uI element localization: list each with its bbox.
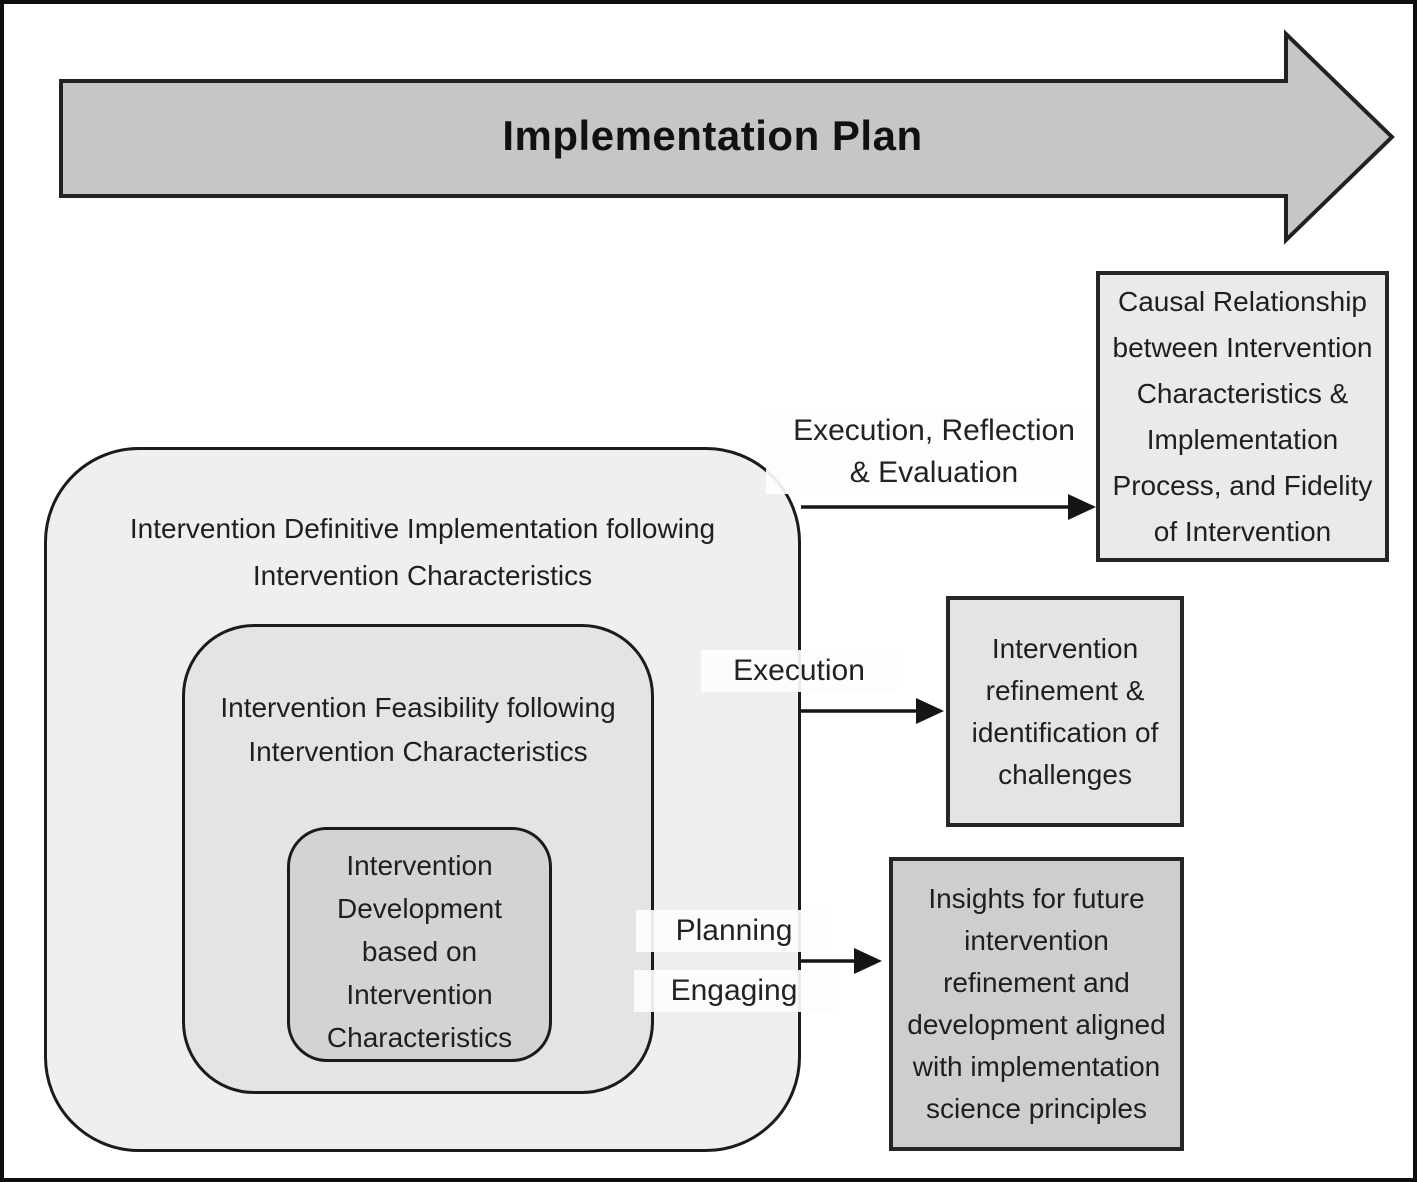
flow-label-execution: Execution <box>701 650 897 692</box>
outcome-box-causal-relationship-text: Causal Relationship between Intervention… <box>1112 285 1373 547</box>
connector-execution-reflection-arrowhead <box>1068 494 1096 520</box>
connector-planning-engaging-arrowhead <box>854 948 882 974</box>
outcome-box-future-insights: Insights for future intervention refinem… <box>889 857 1184 1151</box>
outcome-box-intervention-refinement: Intervention refinement & identification… <box>946 596 1184 827</box>
connector-execution-arrowhead <box>916 698 944 724</box>
banner-title: Implementation Plan <box>502 112 923 159</box>
middle-stage-label: Intervention Feasibility following Inter… <box>220 692 616 767</box>
flow-label-execution-reflection: Execution, Reflection & Evaluation <box>766 410 1102 494</box>
outcome-box-intervention-refinement-text: Intervention refinement & identification… <box>971 632 1159 790</box>
flow-label-execution-reflection-line1: Execution, Reflection <box>793 414 1075 447</box>
outer-stage-label: Intervention Definitive Implementation f… <box>129 513 716 591</box>
flow-label-planning: Planning <box>636 910 832 952</box>
flow-label-execution-reflection-line2: & Evaluation <box>849 456 1019 489</box>
outcome-box-causal-relationship: Causal Relationship between Intervention… <box>1096 271 1389 562</box>
inner-stage-container <box>287 827 552 1062</box>
flow-label-engaging: Engaging <box>634 970 834 1012</box>
outcome-box-future-insights-text: Insights for future intervention refinem… <box>907 883 1166 1124</box>
inner-stage-label: Intervention Development based on Interv… <box>326 850 513 1053</box>
